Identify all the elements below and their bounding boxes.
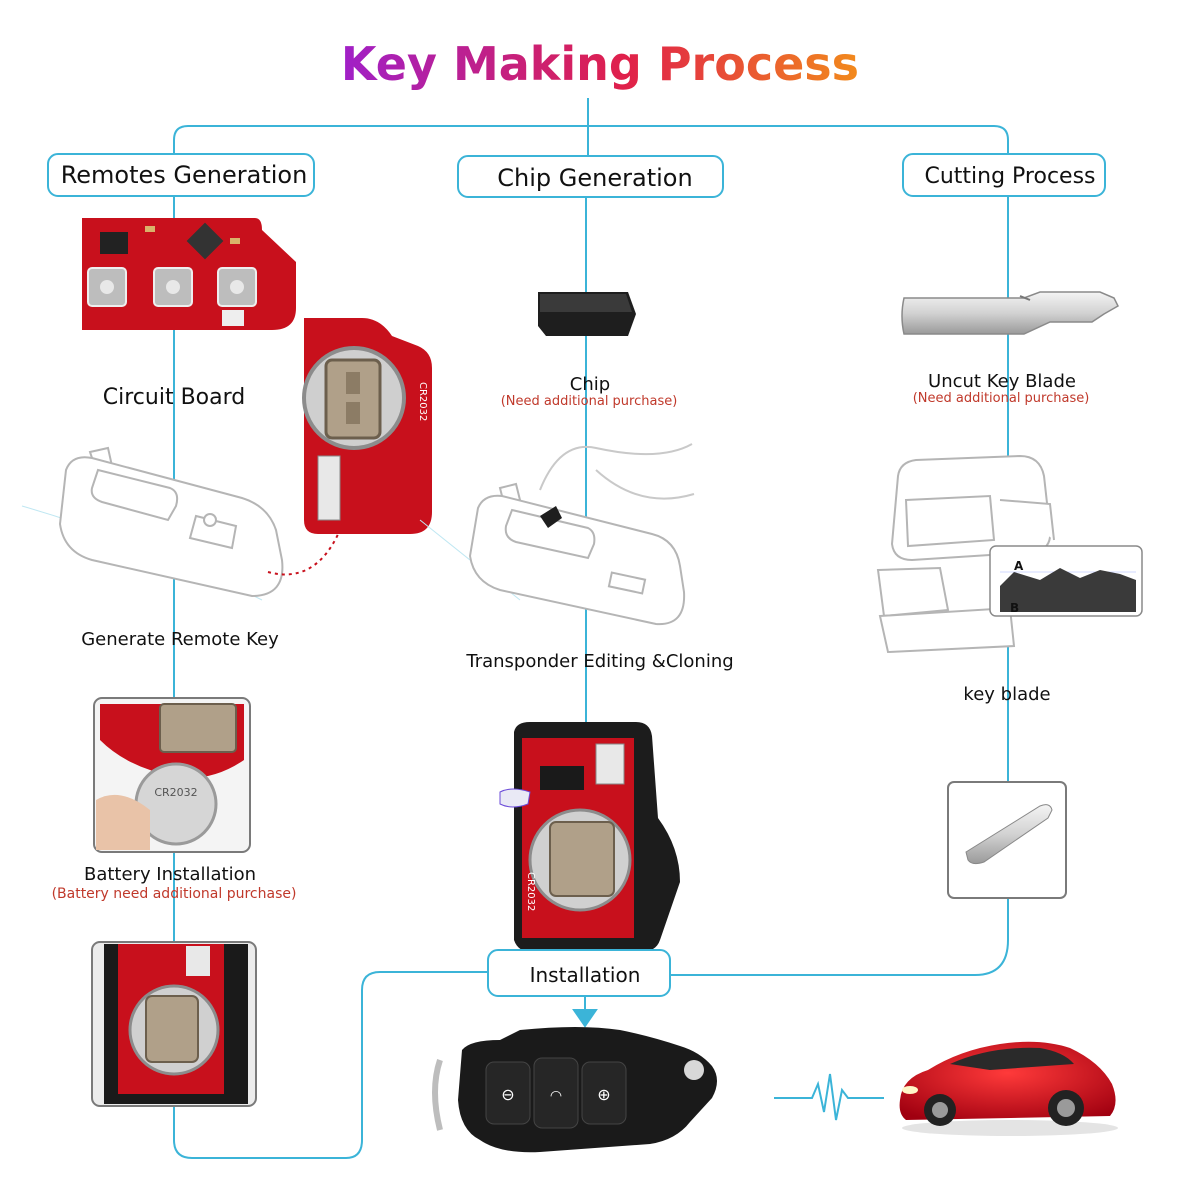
svg-text:⊖: ⊖ xyxy=(501,1085,514,1104)
car-icon xyxy=(899,1041,1118,1136)
battery-label: Battery Installation xyxy=(84,864,256,885)
battery-coin-print: CR2032 xyxy=(154,786,197,799)
key-blade-icon xyxy=(901,291,1119,335)
generate-remote-label: Generate Remote Key xyxy=(81,629,279,650)
page-title: Key Making Process xyxy=(341,37,859,91)
installation-label: Installation xyxy=(530,963,641,987)
blade-label: Uncut Key Blade xyxy=(928,371,1076,392)
installation-box: Installation xyxy=(487,949,671,997)
key-depth-graph: A B xyxy=(989,545,1143,617)
connector-lines xyxy=(173,98,1009,1159)
key-cutting-machine-icon xyxy=(876,454,1055,654)
blade-note: (Need additional purchase) xyxy=(913,391,1090,406)
cutting-title: Cutting Process xyxy=(924,164,1095,189)
svg-text:◠: ◠ xyxy=(550,1088,562,1104)
installation-arrow xyxy=(572,996,598,1028)
battery-installation-photo: CR2032 xyxy=(93,697,251,853)
transponder-label: Transponder Editing &Cloning xyxy=(465,651,733,672)
cut-blade-photo xyxy=(947,781,1067,899)
circuit-board-icon xyxy=(82,218,296,330)
cutting-header: Cutting Process xyxy=(902,153,1106,197)
battery-note: (Battery need additional purchase) xyxy=(52,886,297,902)
top-connector xyxy=(173,98,1009,154)
cr2032-shell-print: CR2032 xyxy=(525,872,536,911)
key-programmer-icon xyxy=(21,446,284,601)
remote-shell-photo-center: CR2032 xyxy=(499,722,680,952)
remotes-header: Remotes Generation xyxy=(47,153,315,197)
svg-text:⊕: ⊕ xyxy=(597,1085,610,1104)
cr2032-print: CR2032 xyxy=(417,382,428,421)
remote-shell-photo-left xyxy=(91,941,257,1107)
chip-icon xyxy=(538,292,636,336)
chip-note: (Need additional purchase) xyxy=(501,394,678,409)
held-chip-icon xyxy=(540,506,562,528)
transponder-programmer-icon xyxy=(468,443,695,626)
signal-pulse-icon xyxy=(774,1073,884,1121)
graph-a-label: A xyxy=(1014,559,1024,573)
circuit-board-label: Circuit Board xyxy=(103,385,245,410)
flip-key-icon: ⊖ ◠ ⊕ xyxy=(432,1027,717,1153)
chip-label: Chip xyxy=(570,374,610,395)
remotes-title: Remotes Generation xyxy=(61,161,308,189)
graph-b-label: B xyxy=(1010,601,1019,615)
key-blade-label: key blade xyxy=(963,684,1050,705)
right-flow-line xyxy=(670,197,1009,976)
chip-title: Chip Generation xyxy=(497,164,692,192)
chip-header: Chip Generation xyxy=(457,155,724,198)
left-flow-line xyxy=(173,196,488,1159)
battery-pcb-icon: CR2032 xyxy=(302,318,432,534)
